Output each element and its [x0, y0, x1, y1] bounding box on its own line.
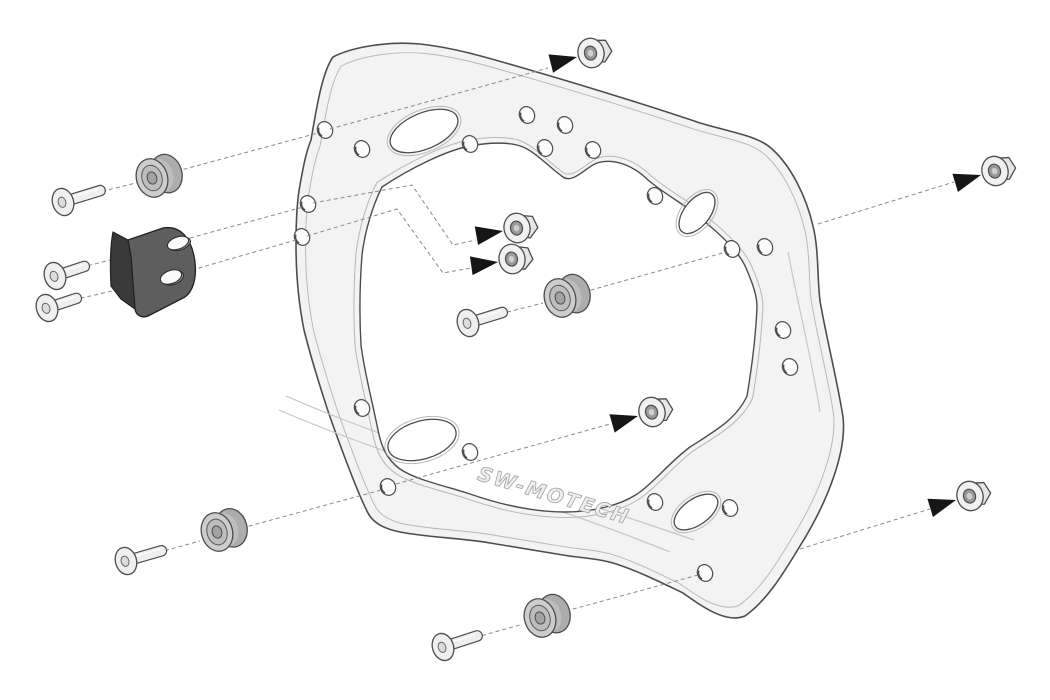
adapter-bracket [109, 226, 197, 318]
mount-hole [353, 399, 371, 417]
assembly-line [189, 206, 304, 239]
mount-hole [696, 564, 714, 582]
mount-hole [646, 493, 664, 511]
mount-hole [518, 106, 536, 124]
mount-hole [721, 499, 739, 517]
mount-hole [723, 240, 741, 258]
socket-bolt [35, 292, 83, 323]
surface-crease-line [787, 251, 821, 413]
assembly-line [312, 184, 477, 246]
mount-hole [379, 478, 397, 496]
opening-bevel-line [353, 137, 764, 518]
socket-bolt [456, 306, 509, 338]
slot-cutout [675, 189, 719, 237]
flange-nut [503, 212, 539, 244]
assembly-line [241, 489, 382, 529]
mount-hole [774, 321, 792, 339]
assembly-line [817, 181, 955, 225]
flange-nuts [498, 37, 1017, 512]
assembly-line [395, 423, 611, 485]
socket-bolt [51, 184, 106, 217]
assembly-line [306, 208, 472, 274]
spacer-grommet [200, 507, 248, 552]
spacer-grommet [135, 153, 183, 198]
socket-bolt [43, 260, 91, 291]
direction-arrow [927, 498, 956, 517]
slot-cutout [670, 490, 722, 534]
assembly-line [799, 508, 931, 550]
spacer-grommet [543, 273, 591, 318]
bracket-slot [159, 269, 184, 286]
flange-nut [956, 480, 992, 512]
assembly-line [576, 251, 727, 295]
plate-bevel-line [305, 52, 835, 608]
mount-hole [756, 238, 774, 256]
flange-nut [577, 37, 613, 69]
mount-hole [584, 141, 602, 159]
mount-hole [556, 116, 574, 134]
adapter-plate [278, 42, 845, 619]
mount-hole [461, 443, 479, 461]
direction-arrow [609, 414, 638, 433]
bracket-slot [166, 235, 191, 252]
spacer-grommet [523, 593, 571, 638]
direction-arrow [474, 226, 503, 246]
flange-nut [981, 155, 1017, 187]
slot-cutout [386, 105, 462, 157]
spacer-grommets [135, 153, 591, 638]
flange-nut [498, 243, 534, 275]
mount-hole [316, 121, 334, 139]
slot-cutout [384, 415, 460, 465]
assembly-line [454, 624, 521, 644]
direction-arrow [469, 256, 498, 276]
direction-arrow [952, 173, 981, 192]
mount-hole [353, 140, 371, 158]
assembly-line [329, 67, 549, 130]
mount-hole [781, 358, 799, 376]
socket-bolt [431, 630, 483, 662]
assembly-line [565, 574, 699, 612]
flange-nut [638, 396, 674, 428]
assembly-line [169, 132, 319, 174]
direction-arrows [469, 54, 981, 517]
socket-bolt [114, 545, 168, 576]
mount-hole [536, 139, 554, 157]
mount-hole [646, 187, 664, 205]
direction-arrow [548, 54, 577, 73]
assembly-axis-lines [59, 67, 955, 644]
socket-bolts [35, 184, 509, 662]
mount-hole [461, 135, 479, 153]
assembly-line [184, 239, 297, 273]
